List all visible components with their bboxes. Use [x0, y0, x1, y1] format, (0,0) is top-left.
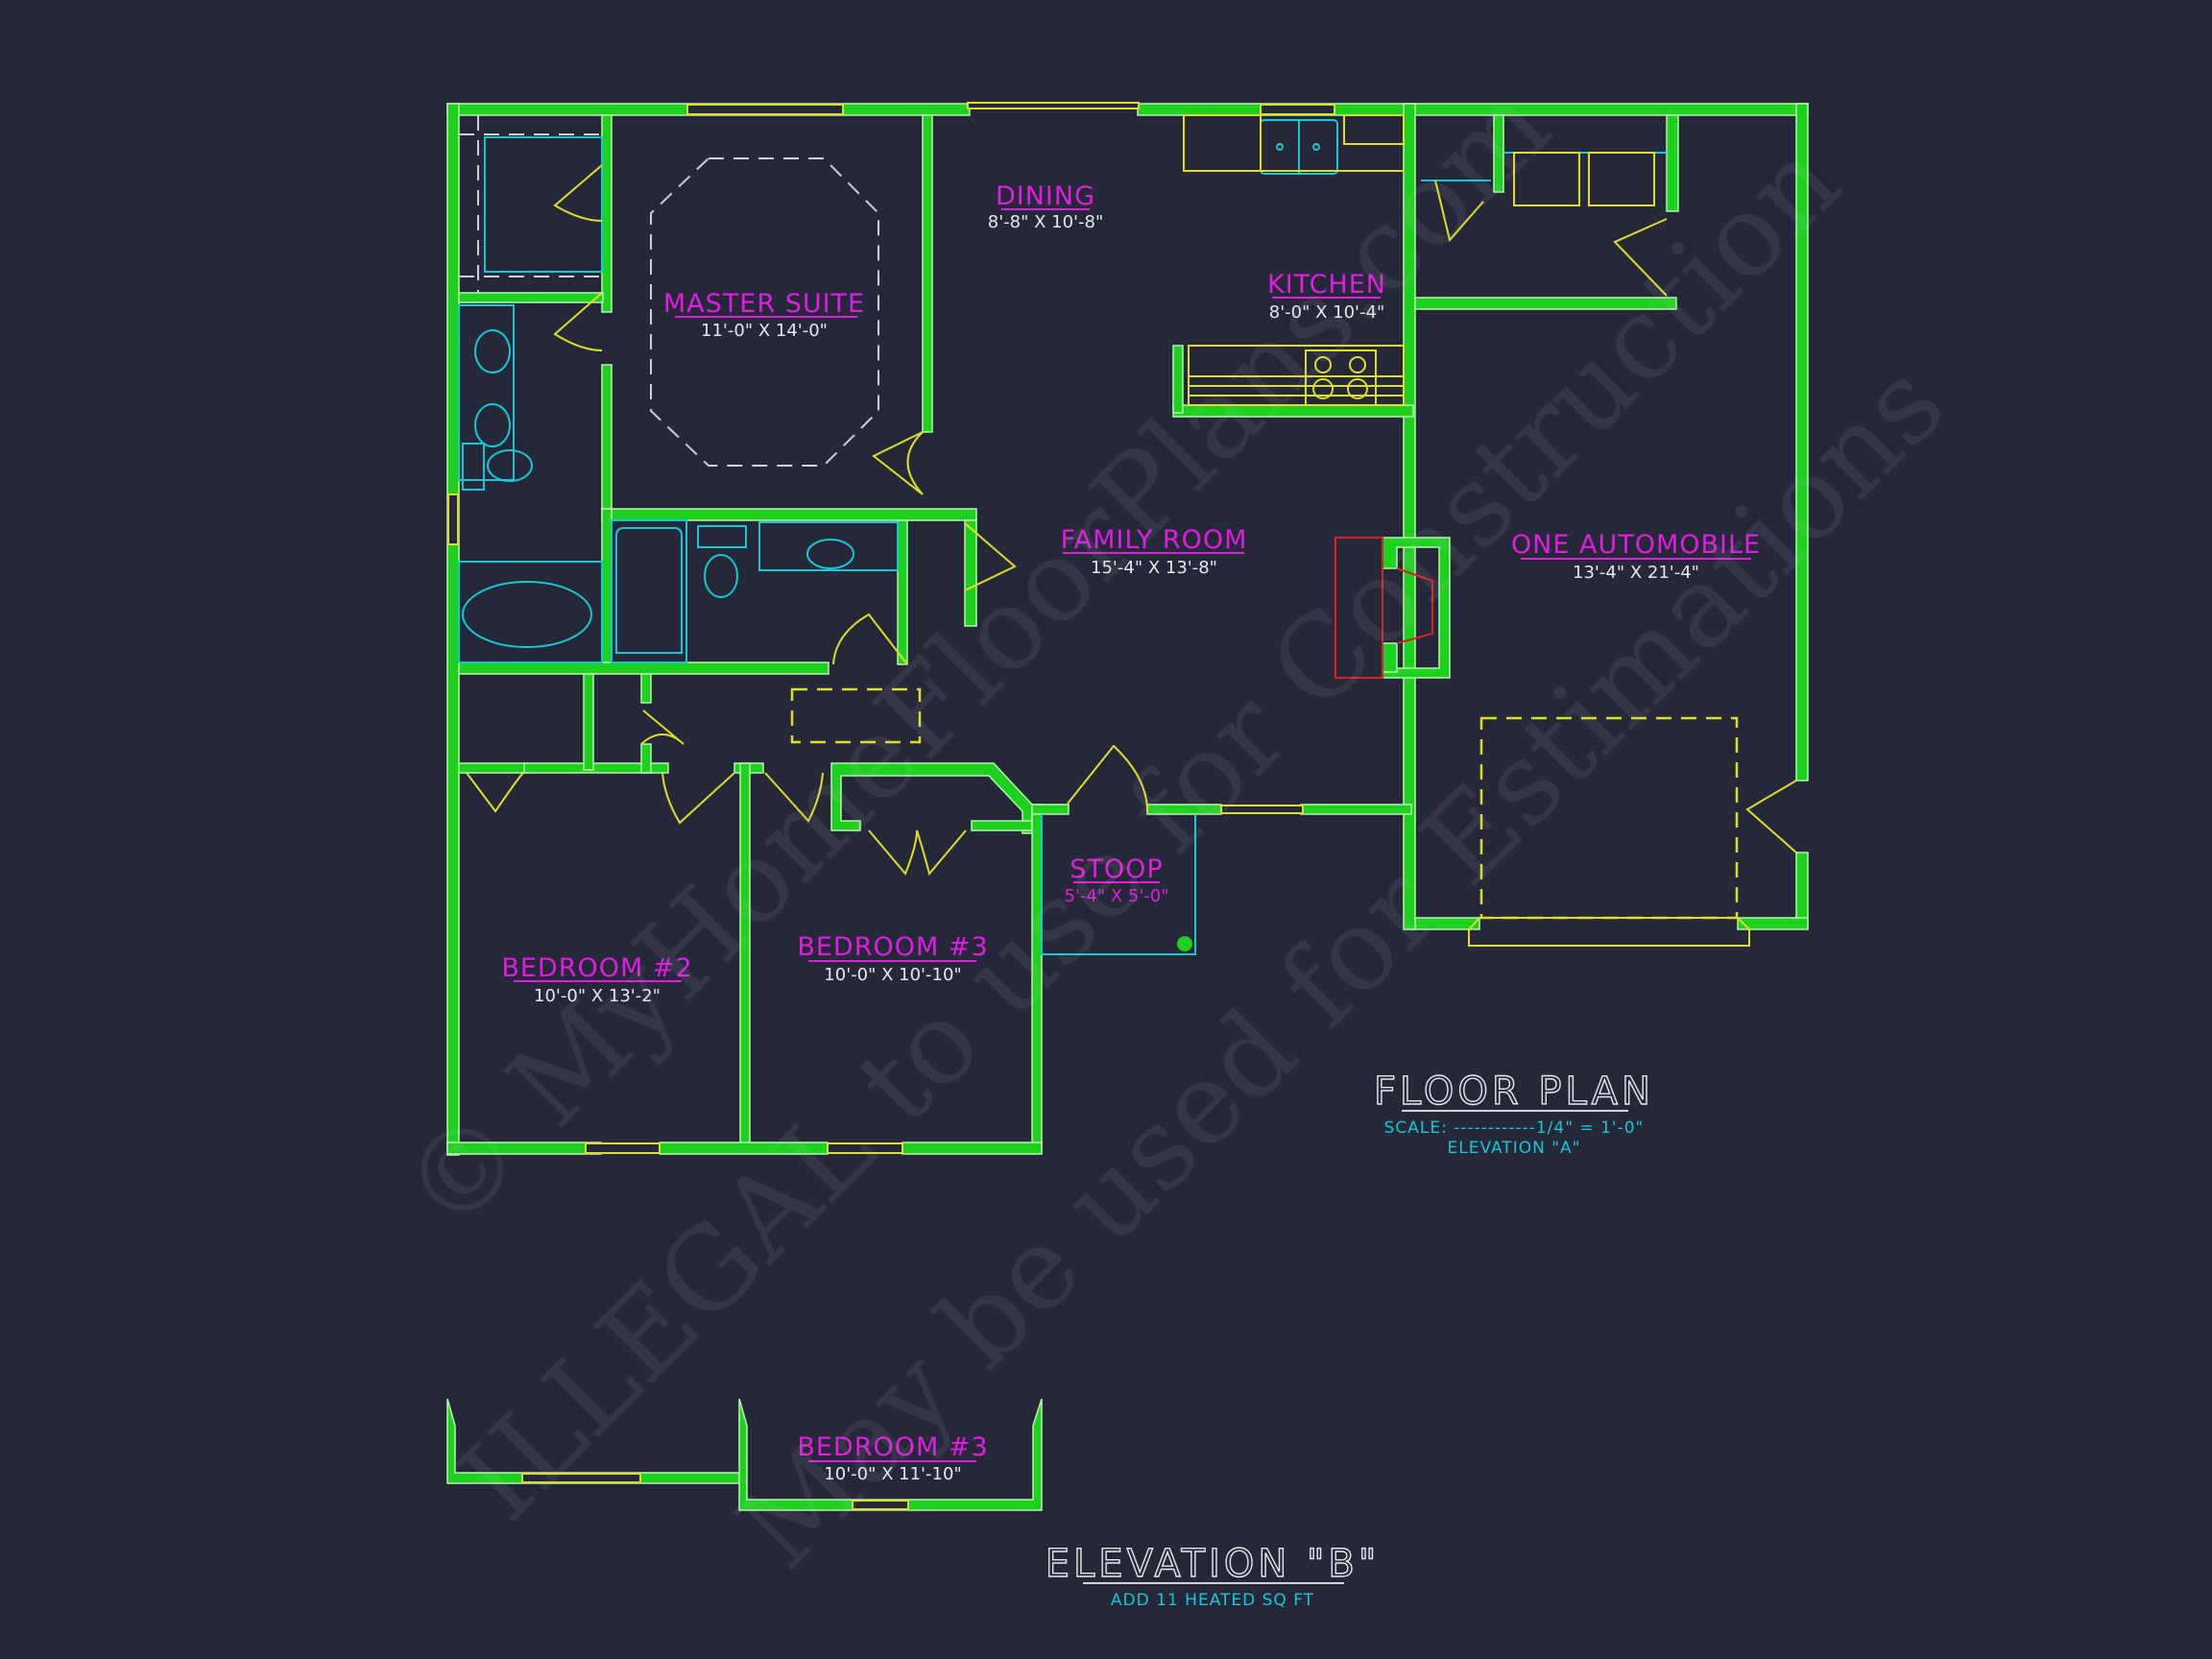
- room-name: DINING: [996, 181, 1095, 211]
- room-stoop: STOOP 5'-4" X 5'-0": [1064, 854, 1168, 906]
- room-name: MASTER SUITE: [663, 289, 865, 319]
- room-name: KITCHEN: [1267, 270, 1386, 300]
- room-dimensions: 15'-4" X 13'-8": [1091, 558, 1217, 578]
- room-name: STOOP: [1070, 854, 1163, 884]
- room-bedroom-3: BEDROOM #3 10'-0" X 10'-10": [797, 932, 988, 985]
- room-garage: ONE AUTOMOBILE 13'-4" X 21'-4": [1511, 530, 1761, 583]
- room-kitchen: KITCHEN 8'-0" X 10'-4": [1267, 270, 1386, 323]
- heated-sqft-note: ADD 11 HEATED SQ FT: [1111, 1591, 1314, 1610]
- scale-note: SCALE: ------------1/4" = 1'-0": [1384, 1118, 1645, 1138]
- room-bedroom-2: BEDROOM #2 10'-0" X 13'-2": [501, 953, 692, 1006]
- room-dimensions: 10'-0" X 11'-10": [824, 1464, 961, 1484]
- room-dimensions: 8'-0" X 10'-4": [1269, 302, 1384, 323]
- room-name: BEDROOM #3: [797, 1432, 988, 1462]
- floor-plan-title-block: FLOOR PLAN SCALE: ------------1/4" = 1'-…: [1373, 1069, 1654, 1158]
- room-name: FAMILY ROOM: [1061, 525, 1248, 555]
- doors: [466, 164, 1797, 877]
- room-family: FAMILY ROOM 15'-4" X 13'-8": [1061, 525, 1248, 578]
- elevation-b-title: ELEVATION "B": [1046, 1542, 1380, 1586]
- room-name: ONE AUTOMOBILE: [1511, 530, 1761, 560]
- room-dimensions: 5'-4" X 5'-0": [1064, 886, 1168, 906]
- watermark-illegal: ILLEGAL to use for Construction: [434, 115, 1864, 1546]
- elevation-note: ELEVATION "A": [1448, 1139, 1581, 1158]
- windows: [447, 102, 1335, 1154]
- room-master-suite: MASTER SUITE 11'-0" X 14'-0": [650, 157, 879, 467]
- room-dimensions: 11'-0" X 14'-0": [701, 321, 828, 341]
- room-dimensions: 8'-8" X 10'-8": [988, 212, 1103, 232]
- watermark: © MyHomeFloorPlans.com ILLEGAL to use fo…: [376, 60, 1969, 1594]
- elevation-b-partial-plan: BEDROOM #3 10'-0" X 11'-10": [446, 1398, 1043, 1511]
- room-dimensions: 13'-4" X 21'-4": [1573, 563, 1699, 583]
- room-dimensions: 10'-0" X 13'-2": [534, 986, 661, 1006]
- room-name: BEDROOM #2: [501, 953, 692, 983]
- room-name: BEDROOM #3: [797, 932, 988, 962]
- floor-plan-title: FLOOR PLAN: [1374, 1070, 1654, 1114]
- room-dimensions: 10'-0" X 10'-10": [824, 965, 961, 985]
- elevation-b-title-block: ELEVATION "B" ADD 11 HEATED SQ FT: [1045, 1541, 1380, 1610]
- fixtures: [458, 114, 1750, 955]
- walls: [446, 103, 1809, 1156]
- room-dining: DINING 8'-8" X 10'-8": [988, 181, 1103, 232]
